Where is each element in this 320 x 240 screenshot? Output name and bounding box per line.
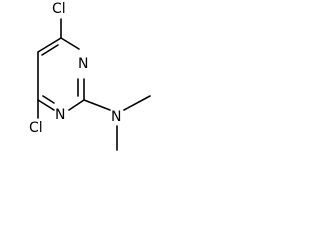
atom-cl-bottom: Cl [29,120,43,136]
atom-labels: Cl N N Cl N [29,1,121,136]
molecule-structure: Cl N N Cl N [29,1,151,151]
bond-c6-n1-inner [42,95,55,104]
bonds [37,18,151,151]
atom-n-ring-top: N [78,56,88,72]
atom-n-amine: N [111,109,121,125]
bond-c2-namine [83,99,111,111]
bond-c4-c5 [37,37,62,53]
atom-n-ring-bottom: N [55,107,65,123]
bond-namine-methyl-1 [123,95,151,111]
bond-n1-c2 [68,99,85,111]
bond-c4-c5-inner [41,44,59,56]
atom-cl-top: Cl [52,1,66,17]
bond-c6-n1 [37,99,55,111]
bond-n3-c4 [60,37,80,50]
structure-canvas: Cl N N Cl N [0,0,192,173]
